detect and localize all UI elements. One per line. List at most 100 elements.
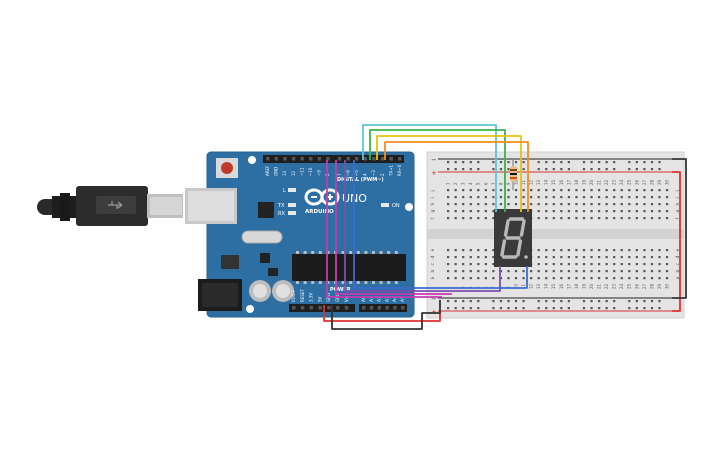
breadboard-hole[interactable] xyxy=(605,249,608,252)
rail-hole[interactable] xyxy=(469,300,472,303)
rail-hole[interactable] xyxy=(552,307,555,310)
rail-hole[interactable] xyxy=(658,168,661,171)
analog-pin-hole[interactable] xyxy=(369,306,374,310)
breadboard-hole[interactable] xyxy=(567,270,570,273)
rail-hole[interactable] xyxy=(628,161,631,164)
breadboard-hole[interactable] xyxy=(560,189,563,192)
breadboard-hole[interactable] xyxy=(454,277,457,280)
digital-pin-hole[interactable] xyxy=(337,157,342,161)
breadboard-hole[interactable] xyxy=(447,256,450,259)
breadboard-hole[interactable] xyxy=(582,263,586,266)
breadboard-hole[interactable] xyxy=(598,203,601,206)
breadboard-hole[interactable] xyxy=(469,270,472,273)
breadboard-hole[interactable] xyxy=(658,196,661,199)
breadboard-hole[interactable] xyxy=(469,256,472,259)
breadboard-hole[interactable] xyxy=(507,189,510,192)
rail-hole[interactable] xyxy=(514,307,518,310)
breadboard-hole[interactable] xyxy=(522,277,525,280)
breadboard-hole[interactable] xyxy=(643,196,646,199)
breadboard-hole[interactable] xyxy=(499,203,503,206)
breadboard-hole[interactable] xyxy=(477,189,480,192)
breadboard-hole[interactable] xyxy=(552,256,555,259)
breadboard-hole[interactable] xyxy=(620,217,623,220)
breadboard-hole[interactable] xyxy=(560,210,563,213)
breadboard-hole[interactable] xyxy=(522,270,525,273)
power-pin-hole[interactable] xyxy=(292,306,296,310)
breadboard-hole[interactable] xyxy=(628,210,631,213)
breadboard-hole[interactable] xyxy=(462,203,465,206)
breadboard-hole[interactable] xyxy=(590,210,593,213)
breadboard-hole[interactable] xyxy=(545,196,548,199)
rail-hole[interactable] xyxy=(492,307,495,310)
resistor[interactable] xyxy=(510,160,517,190)
rail-hole[interactable] xyxy=(522,300,525,303)
rail-hole[interactable] xyxy=(635,300,638,303)
breadboard-hole[interactable] xyxy=(613,196,616,199)
breadboard-hole[interactable] xyxy=(598,189,601,192)
breadboard-hole[interactable] xyxy=(469,249,472,252)
breadboard-hole[interactable] xyxy=(665,217,669,220)
rail-hole[interactable] xyxy=(545,300,548,303)
breadboard-hole[interactable] xyxy=(590,263,593,266)
rail-hole[interactable] xyxy=(605,161,608,164)
breadboard-hole[interactable] xyxy=(658,256,661,259)
breadboard-hole[interactable] xyxy=(462,196,465,199)
power-pin-hole[interactable] xyxy=(318,306,322,310)
rail-hole[interactable] xyxy=(469,168,472,171)
breadboard-hole[interactable] xyxy=(650,277,654,280)
breadboard-hole[interactable] xyxy=(613,263,616,266)
rail-hole[interactable] xyxy=(454,161,457,164)
rail-hole[interactable] xyxy=(598,161,601,164)
breadboard-hole[interactable] xyxy=(537,270,540,273)
rail-hole[interactable] xyxy=(492,300,495,303)
rail-hole[interactable] xyxy=(477,307,480,310)
breadboard-hole[interactable] xyxy=(462,210,465,213)
breadboard-hole[interactable] xyxy=(545,203,548,206)
breadboard-hole[interactable] xyxy=(447,196,450,199)
breadboard-hole[interactable] xyxy=(537,256,540,259)
digital-pin-hole[interactable] xyxy=(274,157,279,161)
breadboard-hole[interactable] xyxy=(613,189,616,192)
breadboard-hole[interactable] xyxy=(454,203,457,206)
breadboard-hole[interactable] xyxy=(530,189,533,192)
breadboard-hole[interactable] xyxy=(567,249,570,252)
breadboard-hole[interactable] xyxy=(613,270,616,273)
breadboard-hole[interactable] xyxy=(477,196,480,199)
breadboard-hole[interactable] xyxy=(484,270,487,273)
breadboard-hole[interactable] xyxy=(665,263,669,266)
breadboard-hole[interactable] xyxy=(665,277,669,280)
breadboard-hole[interactable] xyxy=(462,263,465,266)
breadboard-hole[interactable] xyxy=(477,249,480,252)
breadboard-hole[interactable] xyxy=(545,249,548,252)
rail-hole[interactable] xyxy=(613,168,616,171)
breadboard-hole[interactable] xyxy=(643,277,646,280)
rail-hole[interactable] xyxy=(552,161,555,164)
breadboard-hole[interactable] xyxy=(582,217,586,220)
breadboard-hole[interactable] xyxy=(575,277,578,280)
breadboard-hole[interactable] xyxy=(575,263,578,266)
breadboard-hole[interactable] xyxy=(613,249,616,252)
breadboard-hole[interactable] xyxy=(514,203,518,206)
breadboard-hole[interactable] xyxy=(590,196,593,199)
rail-hole[interactable] xyxy=(499,168,503,171)
breadboard-hole[interactable] xyxy=(492,263,495,266)
breadboard-hole[interactable] xyxy=(492,210,495,213)
breadboard-hole[interactable] xyxy=(575,270,578,273)
rail-hole[interactable] xyxy=(462,161,465,164)
breadboard-hole[interactable] xyxy=(643,256,646,259)
rail-hole[interactable] xyxy=(613,161,616,164)
rail-hole[interactable] xyxy=(522,161,525,164)
breadboard-hole[interactable] xyxy=(650,196,654,199)
breadboard-hole[interactable] xyxy=(650,270,654,273)
breadboard-hole[interactable] xyxy=(507,203,510,206)
breadboard-hole[interactable] xyxy=(635,277,638,280)
rail-hole[interactable] xyxy=(590,300,593,303)
rail-hole[interactable] xyxy=(643,307,646,310)
breadboard-hole[interactable] xyxy=(620,196,623,199)
breadboard-hole[interactable] xyxy=(552,263,555,266)
breadboard-hole[interactable] xyxy=(537,217,540,220)
breadboard-hole[interactable] xyxy=(469,263,472,266)
breadboard-hole[interactable] xyxy=(469,217,472,220)
breadboard-hole[interactable] xyxy=(484,263,487,266)
